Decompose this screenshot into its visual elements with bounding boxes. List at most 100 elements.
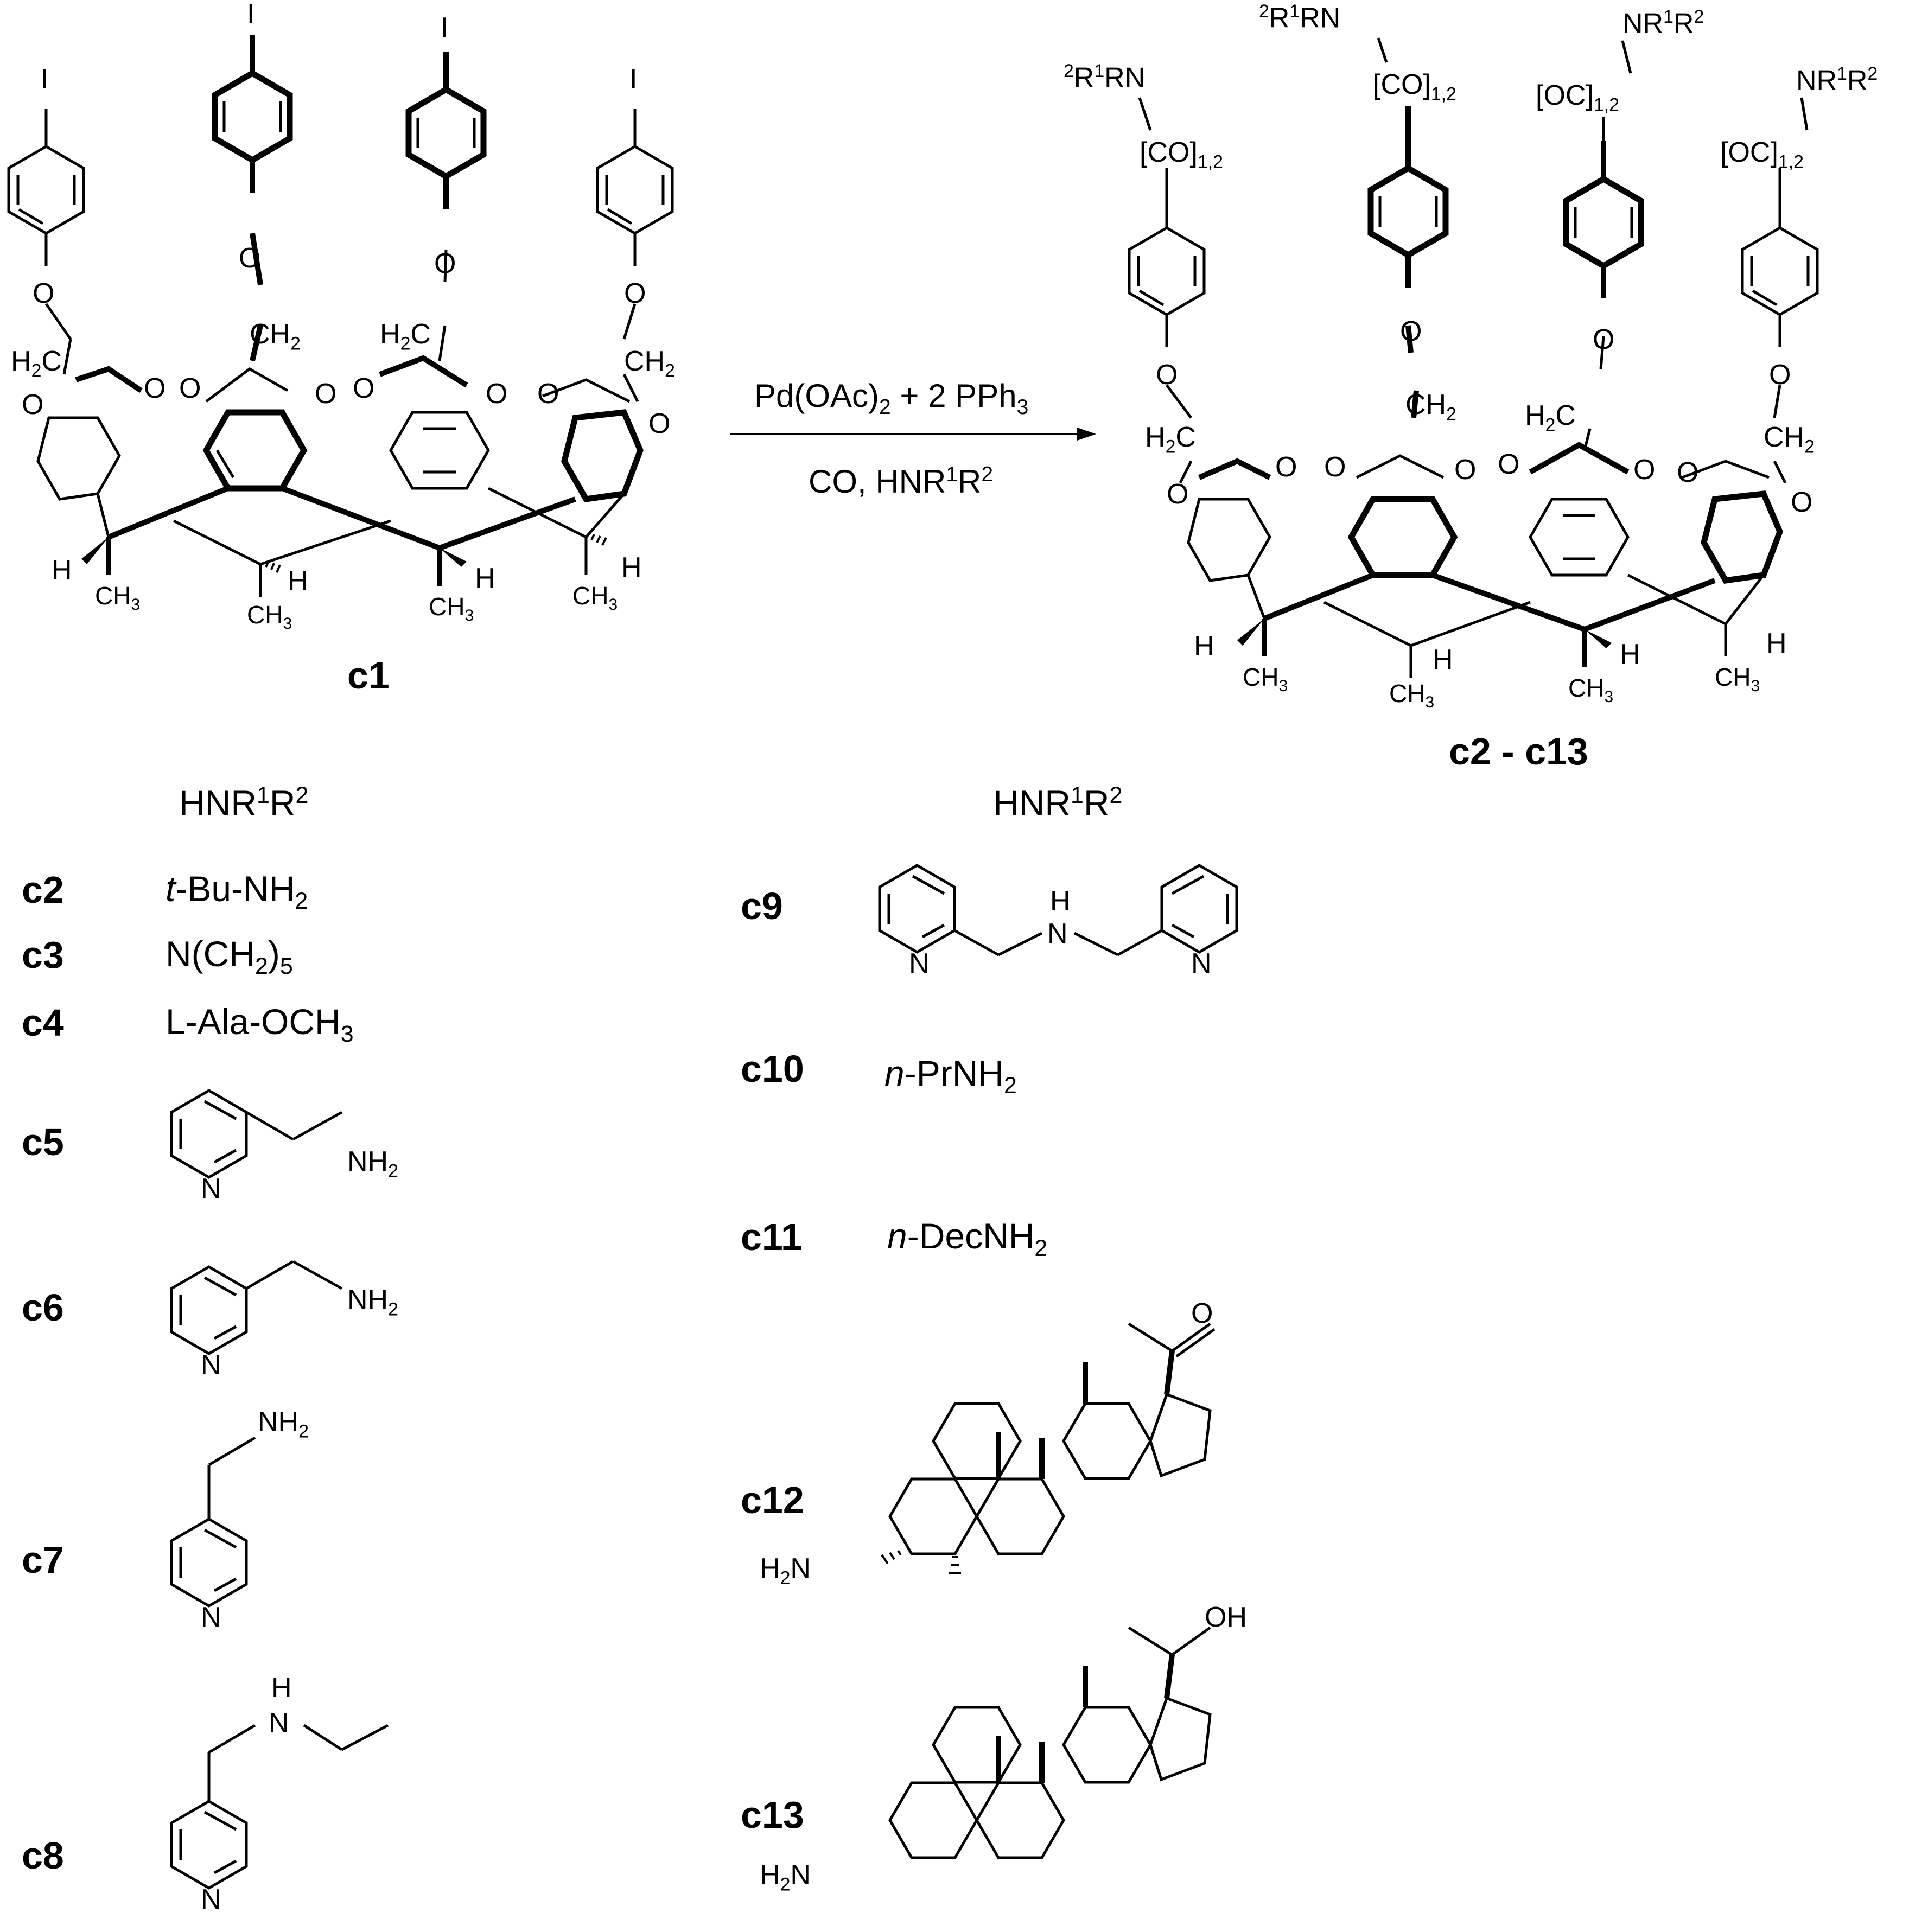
product-stereo-h-4: H bbox=[1766, 628, 1787, 659]
product-ether-oxygen-3: O bbox=[1593, 324, 1615, 355]
product-bridge-oxygen-6: O bbox=[1633, 454, 1656, 486]
product-ether-oxygen-2: O bbox=[1400, 316, 1422, 347]
stereo-h-3: H bbox=[475, 563, 495, 594]
product-stereo-h-2: H bbox=[1433, 644, 1453, 675]
compound-label-c9: c9 bbox=[741, 885, 783, 927]
amine-structure-c9 bbox=[880, 865, 1237, 957]
methyl-4: CH3 bbox=[572, 582, 618, 614]
carbonyl-group-3: [OC]1,2 bbox=[1536, 80, 1619, 116]
product-methyl-1: CH3 bbox=[1243, 663, 1288, 696]
product-label: c2 - c13 bbox=[1449, 730, 1588, 773]
compound-label-c4: c4 bbox=[22, 1002, 64, 1044]
c6-pyridine-n: N bbox=[201, 1349, 221, 1381]
methyl-2: CH3 bbox=[247, 601, 292, 633]
iodo-atom-1: I bbox=[41, 63, 49, 95]
amine-structure-c8 bbox=[171, 1724, 389, 1888]
stereo-h-2: H bbox=[288, 565, 308, 597]
c12-ketone-oxygen: O bbox=[1191, 1298, 1213, 1329]
compound-label-c3: c3 bbox=[22, 934, 64, 976]
product-stereo-h-1: H bbox=[1194, 630, 1214, 662]
amide-group-3: NR1R2 bbox=[1622, 7, 1704, 40]
c7-amine-nh2: NH2 bbox=[258, 1406, 309, 1442]
iodo-atom-3: I bbox=[441, 12, 449, 43]
bridge-oxygen-2: O bbox=[144, 373, 166, 404]
amide-group-2: 2R1RN bbox=[1259, 1, 1341, 34]
amine-header-right: HNR1R2 bbox=[993, 782, 1123, 823]
product-methylene-3: H2C bbox=[1525, 400, 1576, 436]
amine-name-c10: n-PrNH2 bbox=[884, 1053, 1017, 1099]
amine-name-c2: t-Bu-NH2 bbox=[166, 869, 308, 915]
reaction-arrow bbox=[730, 428, 1096, 441]
c9-amine-h: H bbox=[1050, 885, 1071, 917]
product-methylene-2: CH2 bbox=[1405, 389, 1456, 425]
product-c2-c13 bbox=[1129, 37, 1817, 678]
amine-structure-c7 bbox=[171, 1436, 256, 1606]
bridge-oxygen-3: O bbox=[179, 373, 201, 404]
c13-amino-group: H2N bbox=[760, 1859, 811, 1895]
amine-structure-c6 bbox=[171, 1260, 343, 1354]
c7-pyridine-n: N bbox=[201, 1602, 221, 1633]
carbonyl-group-2: [CO]1,2 bbox=[1373, 69, 1456, 105]
arrow-reagents-label: CO, HNR1R2 bbox=[809, 463, 994, 500]
product-stereo-h-3: H bbox=[1620, 639, 1640, 670]
product-methyl-3: CH3 bbox=[1568, 674, 1614, 706]
product-bridge-oxygen-3: O bbox=[1324, 451, 1346, 483]
bridge-oxygen-6: O bbox=[486, 378, 508, 410]
compound-label-c10: c10 bbox=[741, 1048, 804, 1090]
compound-label-c6: c6 bbox=[22, 1286, 64, 1329]
c8-amine-n: N bbox=[269, 1707, 289, 1739]
compound-label-c11: c11 bbox=[741, 1216, 802, 1258]
product-methyl-2: CH3 bbox=[1389, 679, 1435, 712]
c8-amine-h: H bbox=[271, 1672, 292, 1704]
product-methylene-1: H2C bbox=[1145, 422, 1196, 457]
product-bridge-oxygen-1: O bbox=[1167, 479, 1189, 510]
compound-label-c13: c13 bbox=[741, 1794, 804, 1836]
amide-group-1: 2R1RN bbox=[1064, 61, 1146, 94]
product-bridge-oxygen-5: O bbox=[1498, 449, 1520, 480]
methylene-1: H2C bbox=[11, 346, 62, 381]
c12-amino-group: H2N bbox=[760, 1553, 811, 1589]
ether-oxygen-4: O bbox=[624, 278, 646, 309]
methyl-3: CH3 bbox=[429, 592, 474, 625]
methylene-4: CH2 bbox=[624, 346, 675, 381]
c9-amine-n: N bbox=[1047, 918, 1068, 949]
ether-oxygen-3: O bbox=[434, 248, 456, 279]
arrow-catalyst-label: Pd(OAc)2 + 2 PPh3 bbox=[754, 378, 1029, 419]
amide-group-4: NR1R2 bbox=[1796, 63, 1878, 97]
starting-material-c1 bbox=[9, 35, 672, 597]
compound-label-c8: c8 bbox=[22, 1834, 64, 1877]
compound-label-c7: c7 bbox=[22, 1539, 64, 1581]
bridge-oxygen-1: O bbox=[22, 389, 44, 420]
c5-pyridine-n: N bbox=[201, 1173, 221, 1204]
product-methylene-4: CH2 bbox=[1764, 422, 1815, 457]
compound-label-c2: c2 bbox=[22, 869, 64, 911]
c13-hydroxyl-group: OH bbox=[1205, 1602, 1247, 1633]
iodo-atom-4: I bbox=[629, 63, 638, 95]
starting-material-label: c1 bbox=[347, 654, 390, 697]
bridge-oxygen-5: O bbox=[353, 373, 375, 404]
product-bridge-oxygen-8: O bbox=[1791, 487, 1813, 518]
amine-structure-c5 bbox=[171, 1091, 343, 1177]
product-bridge-oxygen-7: O bbox=[1677, 457, 1699, 488]
compound-label-c12: c12 bbox=[741, 1479, 804, 1521]
compound-label-c5: c5 bbox=[22, 1121, 64, 1163]
amine-name-c4: L-Ala-OCH3 bbox=[166, 1002, 354, 1048]
c6-amine-nh2: NH2 bbox=[347, 1284, 398, 1320]
iodo-atom-2: I bbox=[247, 0, 255, 30]
carbonyl-group-1: [CO]1,2 bbox=[1140, 137, 1223, 173]
c9-pyridine-n-left: N bbox=[909, 948, 930, 979]
methylene-2: CH2 bbox=[250, 318, 301, 354]
carbonyl-group-4: [OC]1,2 bbox=[1720, 137, 1804, 173]
product-bridge-oxygen-2: O bbox=[1275, 451, 1297, 483]
stereo-h-4: H bbox=[621, 552, 642, 583]
amine-structure-c13 bbox=[890, 1626, 1212, 1858]
stereo-h-1: H bbox=[52, 554, 72, 586]
ether-oxygen-1: O bbox=[33, 278, 55, 309]
methylene-3: H2C bbox=[380, 318, 431, 354]
product-ether-oxygen-4: O bbox=[1769, 359, 1791, 391]
amine-name-c11: n-DecNH2 bbox=[887, 1216, 1048, 1262]
amine-structure-c12 bbox=[881, 1322, 1216, 1574]
bridge-oxygen-8: O bbox=[648, 408, 671, 439]
amine-name-c3: N(CH2)5 bbox=[166, 934, 293, 980]
